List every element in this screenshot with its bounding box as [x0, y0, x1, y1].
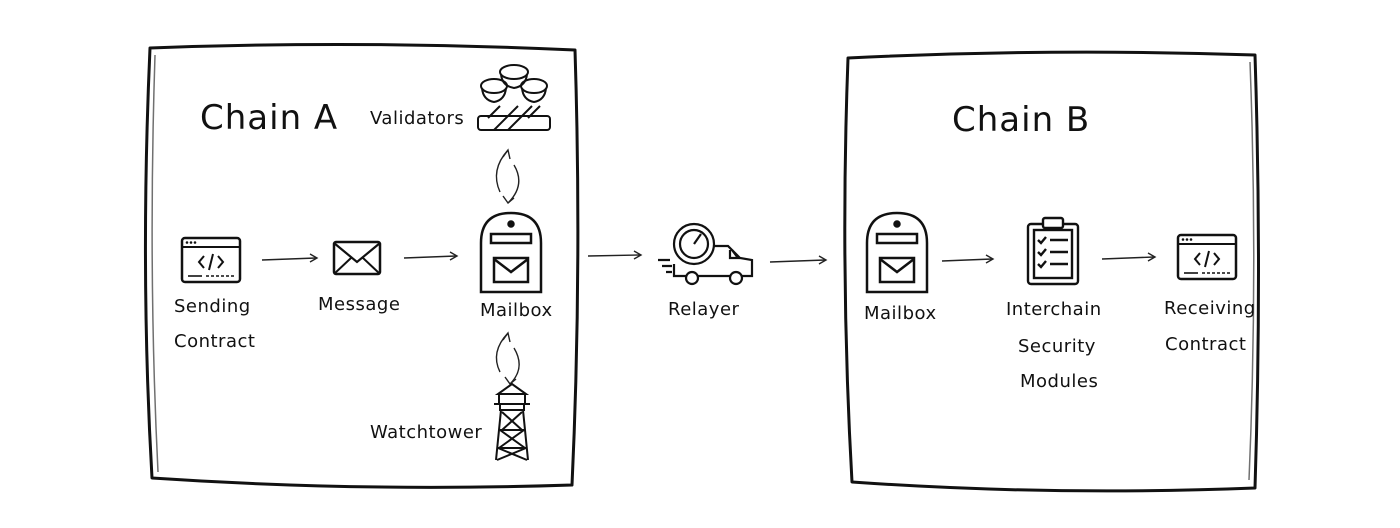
mailbox-icon — [479, 211, 543, 294]
envelope-icon — [332, 240, 382, 276]
code-window-icon — [1176, 233, 1238, 281]
chain-a-title: Chain A — [200, 98, 339, 138]
watchtower-icon — [494, 382, 530, 461]
chain-b-title: Chain B — [952, 100, 1091, 140]
arrow-ism-to-receiving — [1101, 256, 1155, 260]
relayer-label: Relayer — [668, 299, 740, 320]
arrow-relayer-to-mailbox-b — [769, 259, 826, 263]
mailbox-icon — [865, 211, 929, 294]
validators-label: Validators — [370, 108, 465, 129]
receiving-contract-label-line2: Contract — [1165, 334, 1247, 355]
cycle-arrows-validators — [495, 148, 520, 205]
message-label: Message — [318, 294, 401, 315]
cycle-arrows-watchtower — [495, 331, 520, 386]
chain-b-box — [843, 50, 1260, 493]
arrow-mailbox-to-relayer — [587, 254, 641, 257]
ism-label-line3: Modules — [1020, 371, 1099, 392]
receiving-contract-label-line1: Receiving — [1164, 298, 1256, 319]
chain-a-box — [143, 42, 580, 489]
mailbox-b-label: Mailbox — [864, 303, 937, 324]
ism-label-line1: Interchain — [1006, 299, 1102, 320]
mailbox-a-label: Mailbox — [480, 300, 553, 321]
validators-icon — [477, 64, 551, 131]
sending-contract-label-line2: Contract — [174, 331, 256, 352]
arrow-message-to-mailbox — [403, 255, 457, 259]
arrow-contract-to-message — [261, 257, 317, 261]
sending-contract-label-line1: Sending — [174, 296, 251, 317]
clipboard-checklist-icon — [1026, 216, 1080, 286]
flow-arrows — [261, 250, 1157, 265]
watchtower-label: Watchtower — [370, 422, 483, 443]
arrow-mailbox-b-to-ism — [941, 258, 993, 262]
ism-label-line2: Security — [1018, 336, 1096, 357]
relayer-truck-icon — [658, 222, 754, 286]
code-window-icon — [180, 236, 242, 284]
